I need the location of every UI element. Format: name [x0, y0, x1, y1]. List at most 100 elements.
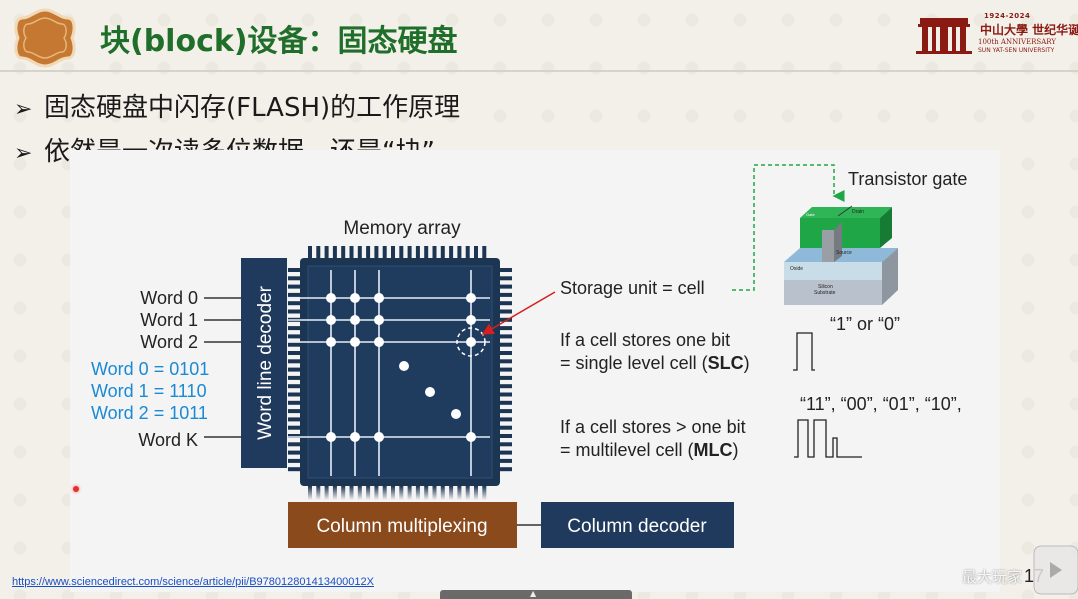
chip-pin [357, 246, 362, 258]
chip-pin [500, 467, 512, 472]
transistor-gate-label: Transistor gate [848, 169, 967, 189]
word-line-connectors [204, 297, 241, 438]
chip-pin [288, 276, 300, 281]
chip-pin [399, 486, 404, 500]
chip-pin [349, 486, 354, 500]
chip-pin [449, 246, 454, 258]
bullet-arrow-icon: ➢ [14, 97, 33, 122]
source-link[interactable]: https://www.sciencedirect.com/science/ar… [12, 576, 374, 588]
word-label: Word 0 [140, 288, 198, 308]
chip-pin [288, 434, 300, 438]
chip-pin [500, 301, 512, 306]
caret-up-icon[interactable]: ▲ [530, 589, 537, 598]
chip-pin [308, 246, 312, 258]
chip-pin [500, 375, 512, 380]
university-years: 1924-2024 [984, 12, 1031, 20]
chip-pin [288, 450, 300, 455]
chip-pin [500, 367, 512, 372]
title-divider [0, 70, 1078, 72]
chip-pin [366, 486, 371, 500]
slc-states-label: “1” or “0” [830, 314, 900, 334]
word-value: Word 0 = 0101 [91, 359, 209, 379]
chip-pin [288, 417, 300, 422]
player-watermark-icon [1033, 545, 1078, 595]
chip-pin [288, 309, 300, 314]
chip-pin [500, 342, 512, 347]
chip-pin [288, 367, 300, 372]
chip-pin [288, 409, 300, 414]
chip-pin [391, 486, 395, 500]
chip-pin [288, 384, 300, 389]
word-value: Word 1 = 1110 [91, 381, 207, 401]
slide-title: 块(block)设备：固态硬盘 [100, 24, 458, 59]
chip-pin [500, 458, 512, 463]
chip-pin [500, 292, 512, 297]
chip-pin [500, 392, 512, 397]
bullet-arrow-icon: ➢ [14, 141, 33, 166]
chip-pin [465, 246, 470, 258]
chip-pin [424, 486, 429, 500]
chip-pin [500, 359, 512, 364]
chip-pin [500, 268, 512, 272]
chip-pin [500, 326, 512, 331]
university-english-name: SUN YAT-SEN UNIVERSITY [978, 47, 1055, 54]
laser-pointer-dot [73, 486, 79, 492]
chip-pin [440, 246, 445, 258]
chip-pin [316, 486, 321, 500]
chip-pin [500, 384, 512, 389]
chip-pin [288, 334, 300, 339]
chip-pin [500, 400, 512, 405]
watermark-text: 最大玩家 [962, 568, 1023, 586]
transistor-substrate-part: Substrate [814, 290, 836, 296]
chip-pin [288, 268, 300, 272]
column-decoder-block [541, 502, 734, 548]
chip-pin [324, 246, 329, 258]
column-multiplexing-block [288, 502, 517, 548]
column-decoder-label: Column decoder [567, 516, 707, 537]
chip-pin [500, 442, 512, 447]
chip-pin [288, 301, 300, 306]
highlighted-cell-ring [456, 327, 486, 357]
chip-pin [500, 417, 512, 422]
university-logo: 1924-2024 中山大學 世纪华诞 100th ANNIVERSARY SU… [916, 12, 1078, 56]
chip-pin [288, 351, 300, 355]
university-gate-icon [916, 18, 972, 54]
bullet-text: 固态硬盘中闪存(FLASH)的工作原理 [44, 93, 461, 123]
chip-pin [500, 450, 512, 455]
chip-pin [341, 486, 346, 500]
chip-pin [288, 292, 300, 297]
chip-pin [500, 284, 512, 289]
chip-pin [324, 486, 329, 500]
chip-pin [288, 400, 300, 405]
word-line-decoder-label: Word line decoder [255, 285, 276, 440]
word-label: Word 1 [140, 310, 198, 330]
chip-pin [482, 486, 487, 500]
chip-pin [332, 246, 337, 258]
chip-pin [500, 351, 512, 355]
chip-pin [357, 486, 362, 500]
chip-pin [288, 467, 300, 472]
chip-pin [500, 334, 512, 339]
transistor-gate-part: Gate [806, 212, 815, 217]
university-chinese-name: 中山大學 世纪华诞 [980, 23, 1078, 37]
university-anniversary: 100th ANNIVERSARY [978, 38, 1056, 46]
chip-pin [288, 359, 300, 364]
mlc-states-label: “11”, “00”, “01”, “10”, [800, 394, 962, 414]
chip-pin [500, 434, 512, 438]
word-line-decoder-block [241, 258, 287, 468]
transistor-source-part: Source [836, 250, 852, 256]
chip-pin [382, 246, 387, 258]
bottom-toolbar-handle[interactable]: ▲ [440, 589, 632, 599]
chip-pin [391, 246, 395, 258]
chip-pin [382, 486, 387, 500]
transistor-silicon-part: Silicon [818, 284, 833, 290]
transistor-illustration: Gate Drain Source Oxide Silicon Substrat… [784, 205, 898, 305]
chip-pin [288, 342, 300, 347]
chip-pin [474, 486, 478, 500]
chip-pin [374, 486, 379, 500]
chip-pin [374, 246, 379, 258]
chip-pin [288, 326, 300, 331]
slc-description-line1: If a cell stores one bit [560, 330, 730, 350]
chip-pin [288, 392, 300, 397]
